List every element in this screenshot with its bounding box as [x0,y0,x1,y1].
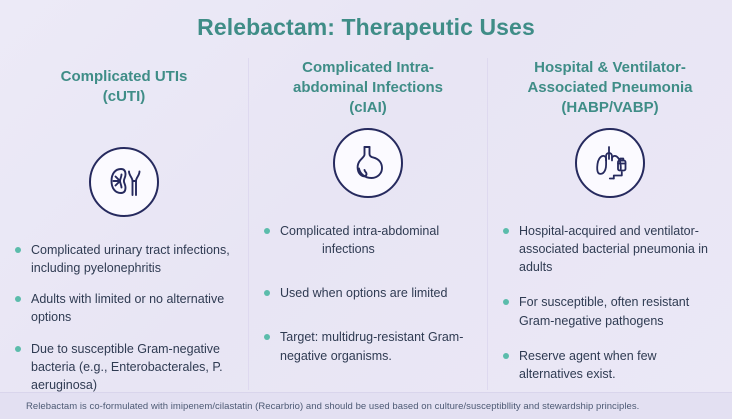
list-item: Target: multidrug-resistant Gram-negativ… [261,328,475,364]
list-item: Used when options are limited [261,284,475,302]
kidney-urinary-tract-icon [89,147,159,217]
column-heading-habp-vabp: Hospital & Ventilator- Associated Pneumo… [500,58,720,120]
column-heading-cuti: Complicated UTIs (cUTI) [12,58,236,129]
icon-wrap-cuti [12,147,236,217]
footer-note: Relebactam is co-formulated with imipene… [26,400,640,412]
icon-wrap-habp-vabp [500,128,720,198]
column-heading-line-1: Hospital & Ventilator- [534,59,686,76]
column-heading-line-2: (cUTI) [102,87,146,105]
column-ciai: Complicated Intra- abdominal Infections … [248,58,488,390]
column-heading-line-1: Complicated UTIs [60,68,188,85]
column-habp-vabp: Hospital & Ventilator- Associated Pneumo… [488,58,732,390]
list-item: Complicated urinary tract infections, in… [12,241,236,277]
list-item: Adults with limited or no alternative op… [12,290,236,326]
column-heading-line-2: abdominal Infections [292,78,443,96]
lungs-ventilator-icon [575,128,645,198]
bullet-list-habp-vabp: Hospital-acquired and ventilator-associa… [500,222,720,383]
list-item: For susceptible, often resistant Gram-ne… [500,293,720,329]
bullet-list-cuti: Complicated urinary tract infections, in… [12,241,236,394]
footer-bar: Relebactam is co-formulated with imipene… [0,392,732,419]
column-cuti: Complicated UTIs (cUTI) Complicated ur [0,58,248,392]
list-item-line-2: infections [322,242,375,257]
bullet-list-ciai: Complicated intra-abdominal infections U… [261,222,475,365]
column-heading-line-3: (cIAI) [349,98,387,116]
column-heading-line-2: Associated Pneumonia [527,78,693,96]
column-heading-ciai: Complicated Intra- abdominal Infections … [261,58,475,120]
list-item: Hospital-acquired and ventilator-associa… [500,222,720,276]
column-heading-line-1: Complicated Intra- [302,59,434,76]
page-title: Relebactam: Therapeutic Uses [197,14,535,40]
list-item: Due to susceptible Gram-negative bacteri… [12,340,236,394]
stomach-icon [333,128,403,198]
columns-container: Complicated UTIs (cUTI) Complicated ur [0,58,732,392]
list-item: Reserve agent when few alternatives exis… [500,347,720,383]
list-item-line-1: Complicated intra-abdominal [280,224,440,238]
column-heading-line-3: (HABP/VABP) [561,98,659,116]
icon-wrap-ciai [261,128,475,198]
list-item: Complicated intra-abdominal infections [261,222,475,258]
